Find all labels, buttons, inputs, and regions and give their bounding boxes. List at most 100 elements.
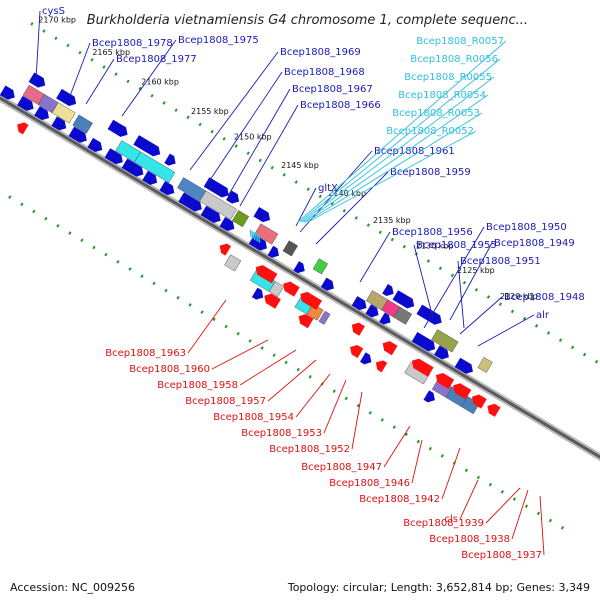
gene-label: Bcep1808_R0055	[301, 72, 495, 223]
reverse-gene-arrow	[375, 360, 388, 373]
forward-gene-arrow	[267, 245, 279, 258]
forward-feature	[72, 114, 93, 134]
gene-label: Bcep1808_1954	[213, 373, 331, 423]
reverse-gene-arrow	[471, 394, 487, 409]
gene-label: Bcep1808_1958	[157, 349, 297, 391]
forward-gene-arrow	[351, 296, 367, 311]
reverse-feature	[224, 254, 242, 272]
forward-gene-arrow	[178, 192, 202, 212]
forward-gene-arrow	[253, 207, 271, 223]
kbp-tick-label: 2140 kbp	[328, 189, 366, 198]
kbp-tick-label: 2155 kbp	[191, 107, 229, 116]
reverse-gene-arrow	[255, 265, 278, 284]
gene-label: Bcep1808_1937	[461, 495, 545, 561]
rna-feature	[252, 231, 256, 240]
reverse-gene-arrow	[435, 372, 455, 390]
reverse-gene-arrow	[219, 243, 232, 256]
forward-gene-arrow	[51, 116, 67, 131]
forward-feature	[312, 258, 328, 275]
gene-label: Bcep1808_1948	[459, 292, 585, 335]
forward-feature	[282, 240, 298, 257]
forward-gene-arrow	[359, 352, 372, 365]
reverse-gene-arrow	[453, 383, 472, 400]
kbp-tick-label: 2160 kbp	[141, 77, 179, 86]
gene-label-text: Bcep1808_1963	[105, 348, 186, 359]
forward-gene-arrow	[423, 390, 435, 403]
gene-label-text: cls	[445, 514, 459, 525]
gene-label-text: Bcep1808_1946	[329, 478, 410, 489]
forward-gene-arrow	[251, 287, 264, 300]
reverse-gene-arrow	[487, 403, 501, 417]
gene-label-text: Bcep1808_1975	[178, 35, 259, 46]
gene-label-text: Bcep1808_1960	[129, 364, 210, 375]
gene-label: Bcep1808_1950	[423, 222, 567, 329]
gene-label-text: Bcep1808_1968	[284, 67, 365, 78]
gene-label-text: Bcep1808_R0055	[404, 72, 492, 83]
forward-gene-arrow	[411, 332, 436, 352]
gene-label: Bcep1808_1951	[457, 256, 541, 329]
forward-gene-arrow	[17, 95, 34, 111]
gene-label-text: Bcep1808_1947	[301, 462, 382, 473]
reverse-gene-arrow	[300, 291, 323, 311]
forward-feature	[199, 190, 238, 220]
forward-gene-arrow	[0, 85, 15, 100]
kbp-tick-label: 2170 kbp	[38, 16, 76, 25]
kbp-tick-label: 2165 kbp	[92, 48, 130, 57]
gene-label-text: Bcep1808_1948	[504, 292, 585, 303]
gene-label: Bcep1808_1966	[239, 100, 381, 207]
forward-feature	[477, 356, 493, 373]
tick-guide-line	[30, 22, 600, 366]
gene-label-text: Bcep1808_1937	[461, 550, 542, 561]
gene-label: gltX	[295, 183, 338, 227]
forward-gene-arrow	[164, 153, 176, 166]
forward-feature	[254, 223, 279, 245]
forward-gene-arrow	[121, 158, 144, 177]
gene-label-text: Bcep1808_1956	[392, 227, 473, 238]
gene-label: Bcep1808_1957	[185, 359, 317, 407]
forward-feature	[51, 102, 76, 124]
forward-gene-arrow	[219, 217, 235, 232]
forward-gene-arrow	[320, 277, 334, 291]
reverse-feature	[318, 310, 331, 325]
gene-label: Bcep1808_1953	[241, 379, 347, 439]
kbp-tick-label: 2120 kbp	[500, 292, 538, 301]
reverse-gene-arrow	[283, 281, 300, 297]
forward-feature	[134, 151, 176, 183]
gene-label-text: Bcep1808_1949	[494, 238, 575, 249]
gene-label-text: Bcep1808_1942	[359, 494, 440, 505]
gene-label: Bcep1808_1963	[105, 299, 227, 359]
gene-label: Bcep1808_R0053	[305, 108, 483, 223]
reverse-gene-arrow	[382, 341, 398, 356]
forward-gene-arrow	[68, 126, 87, 143]
gene-label: Bcep1808_R0052	[307, 126, 477, 223]
forward-gene-arrow	[56, 88, 77, 107]
forward-gene-arrow	[416, 304, 442, 325]
gene-label-text: Bcep1808_R0057	[416, 36, 504, 47]
gene-label: Bcep1808_1939	[403, 487, 521, 529]
kbp-tick-label: 2145 kbp	[281, 161, 319, 170]
gene-label: Bcep1808_1959	[315, 167, 471, 245]
gene-label: alr	[477, 310, 550, 347]
reverse-gene-arrow	[17, 122, 29, 135]
forward-gene-arrow	[382, 284, 394, 297]
gene-label-text: Bcep1808_1978	[92, 38, 173, 49]
kbp-tick-label: 2130 kbp	[416, 242, 454, 251]
reverse-feature	[268, 281, 285, 298]
gene-label-text: Bcep1808_1954	[213, 412, 294, 423]
gene-label-text: Bcep1808_1938	[429, 534, 510, 545]
gene-label: Bcep1808_1956	[359, 227, 473, 283]
gene-label-text: Bcep1808_R0054	[398, 90, 486, 101]
map-title: Burkholderia vietnamiensis G4 chromosome…	[87, 13, 528, 28]
accession-text: Accession: NC_009256	[10, 581, 136, 594]
forward-gene-arrow	[87, 137, 103, 152]
gene-label: Bcep1808_1978	[69, 38, 173, 97]
reverse-gene-arrow	[298, 314, 314, 329]
gene-label-text: Bcep1808_1950	[486, 222, 567, 233]
forward-gene-arrow	[107, 119, 128, 137]
gene-label: Bcep1808_1960	[129, 339, 269, 375]
forward-gene-arrow	[34, 106, 50, 121]
reverse-gene-arrow	[411, 358, 434, 377]
forward-feature	[393, 306, 413, 325]
gene-label: Bcep1808_R0057	[297, 36, 507, 223]
gene-label: Bcep1808_1955	[413, 240, 497, 323]
